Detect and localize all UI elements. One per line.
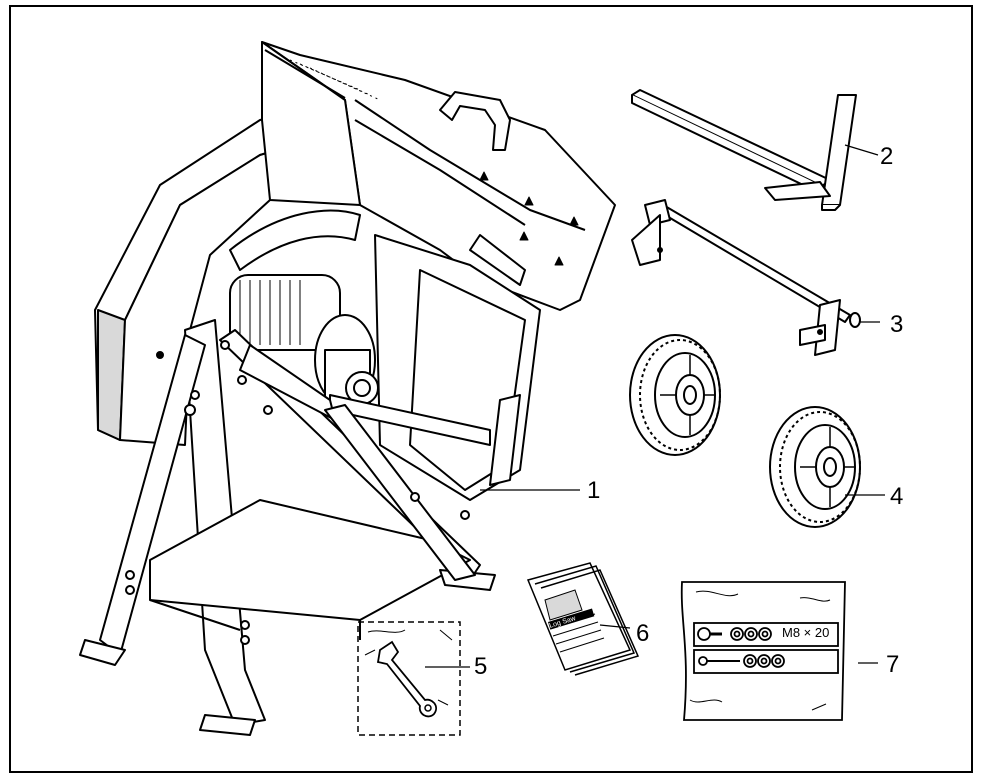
hardware-bag xyxy=(680,581,846,721)
manual-booklet xyxy=(526,562,640,676)
callout-3: 3 xyxy=(890,311,904,338)
callout-5: 5 xyxy=(474,653,488,680)
callout-2: 2 xyxy=(880,143,894,170)
leader-lines xyxy=(425,144,885,668)
callout-4: 4 xyxy=(890,483,904,510)
wrench-bag xyxy=(357,621,461,736)
hardware-size-label: M8 × 20 xyxy=(782,625,830,640)
saw-body xyxy=(79,41,616,736)
callout-7: 7 xyxy=(886,651,900,678)
callout-6: 6 xyxy=(636,620,650,647)
callout-1: 1 xyxy=(587,477,601,504)
diagram-border xyxy=(9,5,973,773)
wheel-axle xyxy=(631,199,861,356)
wheels xyxy=(629,334,861,528)
wrench-icon xyxy=(376,640,437,718)
support-bracket xyxy=(631,89,857,211)
